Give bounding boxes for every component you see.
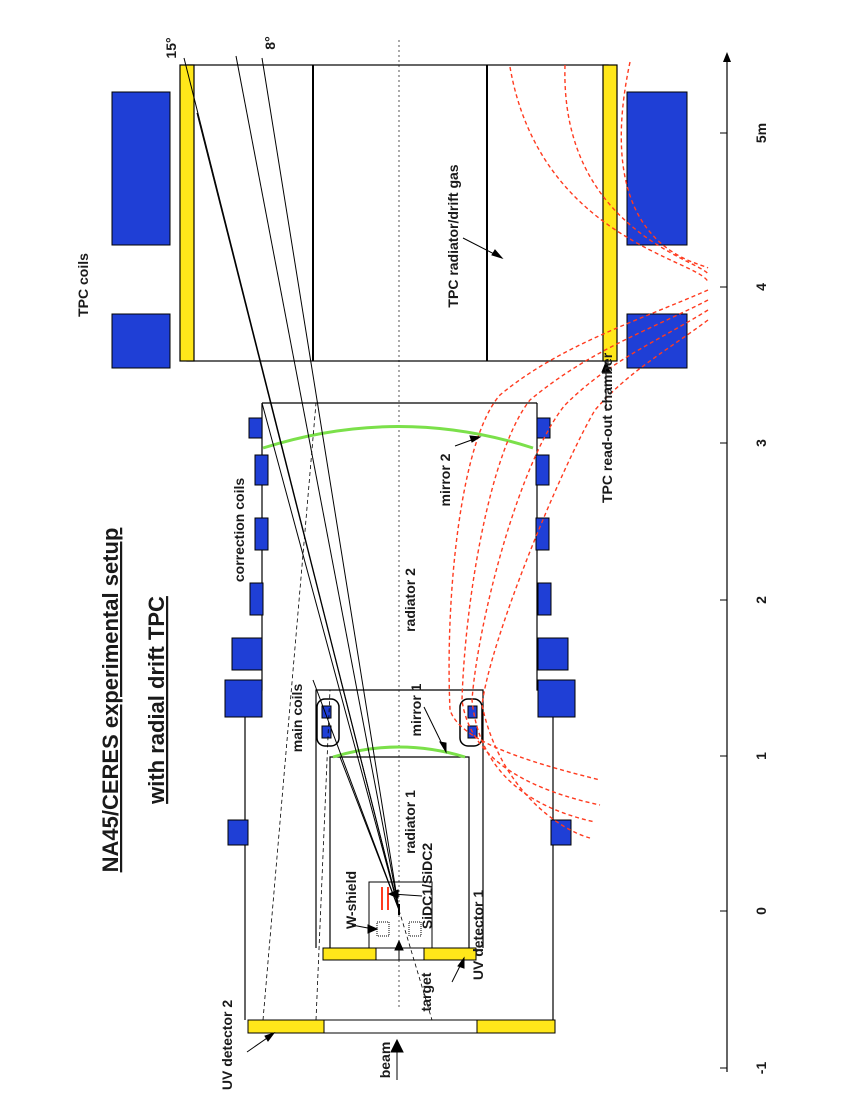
field-lines (448, 61, 709, 839)
correction-coil (535, 517, 550, 551)
axis-tick-label: 0 (753, 907, 769, 915)
tpc-inner-wall (179, 64, 195, 362)
main-coil (321, 705, 332, 719)
label-main-coils: main coils (289, 684, 305, 753)
correction-coil (248, 417, 263, 439)
coil (224, 679, 263, 718)
coil (231, 637, 263, 671)
axis-tick-label: 2 (753, 596, 769, 604)
label-mirror-1: mirror 1 (408, 683, 424, 736)
axis-tick-label: 1 (753, 752, 769, 760)
pointer-lines (246, 237, 611, 1080)
label-target: target (418, 972, 434, 1011)
coil (537, 679, 576, 718)
axis-tick-label: -1 (753, 1062, 769, 1075)
correction-coil (536, 417, 551, 439)
axis-tick-label: 5m (753, 123, 769, 143)
correction-coil (249, 582, 264, 616)
tpc-coil (626, 91, 688, 246)
main-coil (321, 725, 332, 739)
correction-coil (254, 517, 269, 551)
coil (537, 637, 569, 671)
mirror-2 (262, 425, 534, 450)
coil (550, 819, 572, 846)
axis-tick-label: 3 (753, 439, 769, 447)
label-sidc: SiDC1/SiDC2 (419, 843, 435, 930)
title-line-1: NA45/CERES experimental setup (98, 528, 123, 873)
radiator-2-section (224, 402, 576, 1020)
uv-detector-2-section (247, 1019, 556, 1034)
tpc-readout-chamber (602, 64, 618, 362)
coil (227, 819, 249, 846)
tpc-coil (626, 313, 688, 369)
correction-coil (537, 582, 552, 616)
label-uv-detector-2: UV detector 2 (219, 1000, 235, 1090)
title-line-2: with radial drift TPC (144, 596, 169, 805)
label-uv-detector-1: UV detector 1 (470, 890, 486, 980)
axis-tick-label: 4 (753, 283, 769, 291)
uv-detector-1 (322, 947, 377, 961)
label-tpc-readout: TPC read-out chamber (599, 352, 615, 503)
label-beam: beam (377, 1042, 393, 1079)
tpc-coil (111, 313, 171, 369)
label-radiator-1: radiator 1 (402, 790, 418, 854)
tpc-coil (111, 91, 171, 246)
label-w-shield: W-shield (343, 871, 359, 929)
label-angle-15: 15° (163, 37, 179, 58)
correction-coil (254, 454, 269, 486)
uv-detector-2 (247, 1019, 325, 1034)
label-mirror-2: mirror 2 (437, 453, 453, 506)
label-correction-coils: correction coils (231, 478, 247, 582)
label-tpc-radiator: TPC radiator/drift gas (445, 164, 461, 307)
label-tpc-coils: TPC coils (75, 253, 91, 317)
radiator-1-section (315, 689, 484, 961)
label-radiator-2: radiator 2 (402, 568, 418, 632)
uv-detector-2 (476, 1019, 556, 1034)
scale-axis: -1 0 1 2 3 4 5m (720, 52, 769, 1074)
uv2-acceptance-lines (262, 402, 433, 1021)
correction-coil (535, 454, 550, 486)
w-shield (408, 921, 422, 937)
mirror-1 (332, 745, 466, 759)
label-angle-8: 8° (262, 36, 278, 49)
acceptance-lines (183, 55, 400, 911)
uv-detector-1 (423, 947, 477, 961)
w-shield (376, 921, 390, 937)
